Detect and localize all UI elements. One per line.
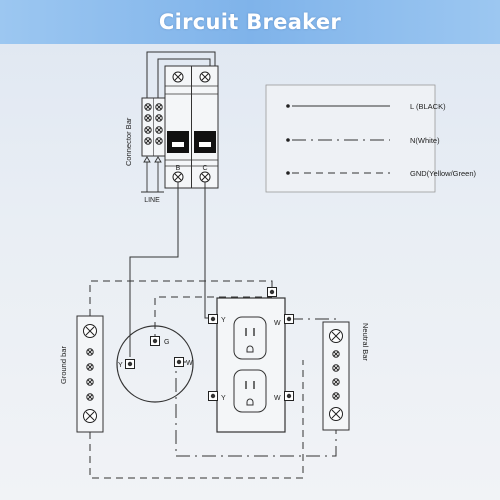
title-banner: Circuit Breaker <box>0 0 500 44</box>
hot-wire-round <box>129 182 179 357</box>
terminal-c-label: C <box>202 165 207 172</box>
duplex-y-bottom-label: Y <box>221 395 226 402</box>
connector-bar: Connector Bar LINE <box>124 97 166 204</box>
duplex-y-top-label: Y <box>221 317 226 324</box>
legend: L (BLACK) N(White) GND(Yellow/Green) <box>265 84 476 193</box>
neutral-wire-duplex <box>289 318 337 324</box>
legend-label-l: L (BLACK) <box>410 102 446 111</box>
ground-wire-top <box>89 280 273 316</box>
neutral-bar: Neutral Bar <box>322 321 370 431</box>
circuit-breaker: B C <box>164 65 219 189</box>
legend-label-gnd: GND(Yellow/Green) <box>410 169 476 178</box>
ground-bar-label: Ground bar <box>59 346 68 384</box>
ground-wire-bottom <box>89 360 304 479</box>
neutral-bar-label: Neutral Bar <box>361 323 370 361</box>
hot-wire-duplex <box>204 182 213 319</box>
round-outlet-y-label: Y <box>118 362 123 369</box>
round-outlet-w-label: W <box>186 360 193 367</box>
line-label: LINE <box>144 197 160 204</box>
connector-bar-label: Connector Bar <box>124 117 133 166</box>
ground-bar: Ground bar <box>59 315 104 433</box>
diagram-title: Circuit Breaker <box>158 10 342 34</box>
round-outlet-g-label: G <box>164 339 169 346</box>
duplex-w-top-label: W <box>274 320 281 327</box>
duplex-outlet: Y W Y W <box>208 287 294 433</box>
legend-label-n: N(White) <box>410 136 440 145</box>
terminal-b-label: B <box>176 165 181 172</box>
round-outlet: G Y W <box>116 325 194 403</box>
duplex-w-bottom-label: W <box>274 395 281 402</box>
